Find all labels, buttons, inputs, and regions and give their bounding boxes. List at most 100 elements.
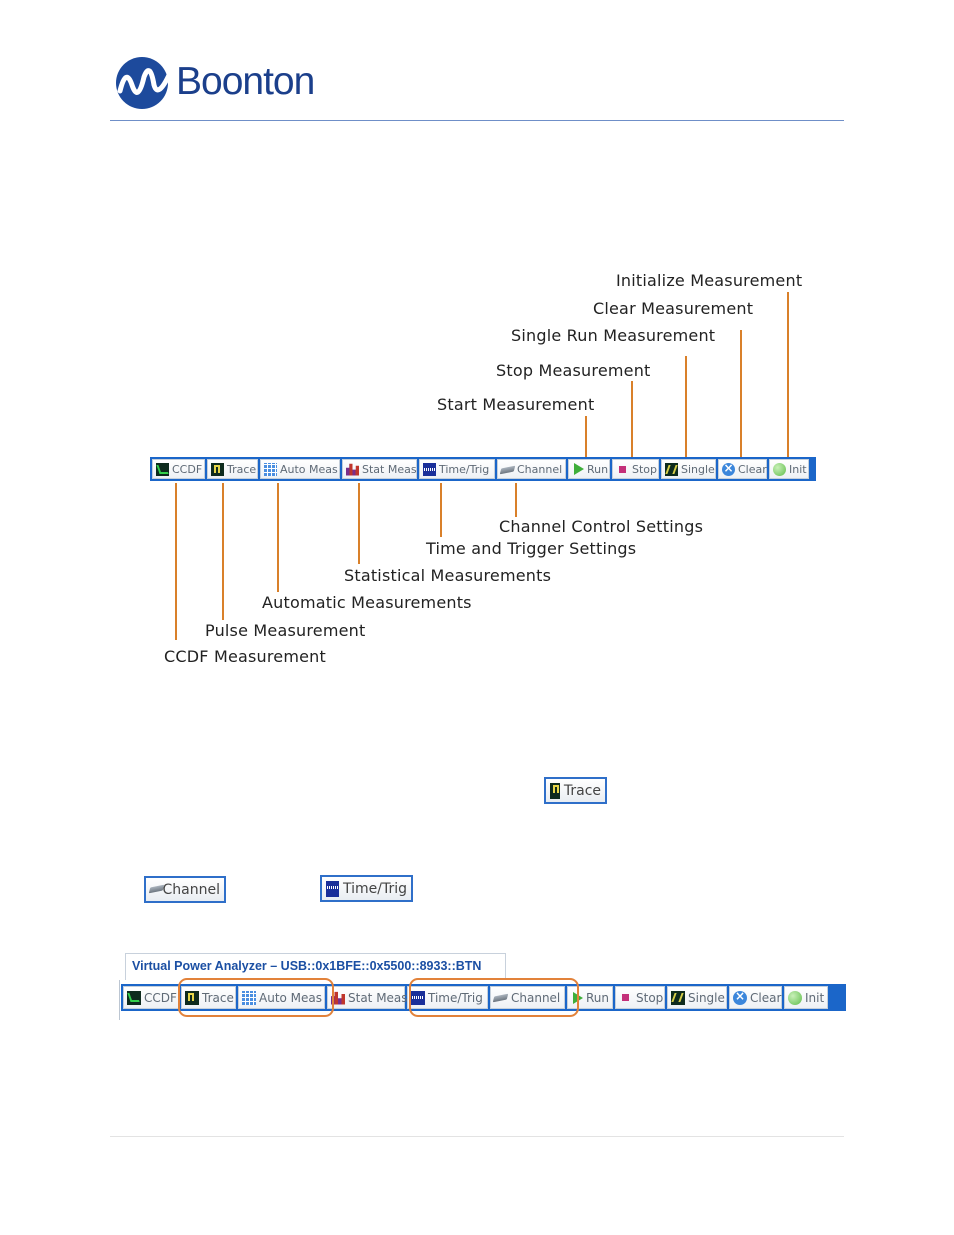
- window-title: Virtual Power Analyzer – USB::0x1BFE::0x…: [132, 959, 482, 973]
- time-trig-button-label: Time/Trig: [439, 462, 490, 476]
- ccdf-button[interactable]: CCDF: [152, 459, 205, 479]
- run-icon: [574, 463, 584, 475]
- auto-meas-button[interactable]: Auto Meas: [260, 459, 340, 479]
- clear-button[interactable]: Clear: [729, 986, 782, 1009]
- clear-icon: [733, 989, 747, 1005]
- leader-line-single: [685, 356, 687, 457]
- single-button-label: Single: [681, 462, 715, 476]
- boonton-logo-icon: [116, 57, 173, 109]
- stat-meas-button-label: Stat Meas: [348, 990, 408, 1005]
- header-divider: [110, 120, 844, 121]
- leader-line-auto-meas: [277, 483, 279, 592]
- stat-meas-button[interactable]: Stat Meas: [342, 459, 417, 479]
- single-button[interactable]: Single: [661, 459, 716, 479]
- trace-button-label: Trace: [227, 462, 257, 476]
- clear-button[interactable]: Clear: [718, 459, 767, 479]
- stop-icon: [619, 991, 633, 1005]
- run-button-label: Run: [586, 990, 610, 1005]
- single-button[interactable]: Single: [667, 986, 727, 1009]
- stop-button-label: Stop: [632, 462, 658, 476]
- init-button[interactable]: Init: [769, 459, 809, 479]
- callout-stop-measurement: Stop Measurement: [496, 361, 651, 380]
- leader-line-init: [787, 292, 789, 457]
- init-button-label: Init: [805, 990, 825, 1005]
- trace-button[interactable]: Trace: [181, 986, 236, 1009]
- callout-pulse-measurement: Pulse Measurement: [205, 621, 366, 640]
- callout-single-run-measurement: Single Run Measurement: [511, 326, 716, 345]
- time-trig-standalone-label: Time/Trig: [342, 880, 407, 897]
- channel-button[interactable]: Channel: [490, 986, 565, 1009]
- auto-meas-icon: [264, 462, 277, 476]
- init-button-label: Init: [789, 462, 807, 476]
- highlight-trace-auto-meas: [178, 978, 334, 1017]
- clear-icon: [722, 461, 735, 476]
- single-icon: [665, 462, 678, 476]
- callout-ccdf-measurement: CCDF Measurement: [164, 647, 326, 666]
- channel-button-label: Channel: [517, 462, 563, 476]
- stop-icon: [616, 463, 629, 476]
- measurement-toolbar: CCDF Trace Auto Meas Stat Meas Time/Trig…: [150, 457, 816, 481]
- time-trig-icon: [423, 462, 436, 476]
- channel-standalone-label: Channel: [162, 881, 220, 898]
- clear-button-label: Clear: [750, 990, 782, 1005]
- trace-button-label: Trace: [202, 990, 234, 1005]
- time-trig-icon: [411, 990, 425, 1005]
- highlight-time-trig-channel: [409, 978, 579, 1017]
- leader-line-clear: [740, 330, 742, 457]
- ccdf-button-label: CCDF: [144, 990, 177, 1005]
- stop-button[interactable]: Stop: [612, 459, 659, 479]
- window-frame-edge: [119, 980, 120, 1020]
- auto-meas-icon: [242, 990, 256, 1005]
- single-button-label: Single: [688, 990, 725, 1005]
- stat-meas-button[interactable]: Stat Meas: [327, 986, 408, 1009]
- run-button-label: Run: [587, 462, 609, 476]
- auto-meas-button[interactable]: Auto Meas: [238, 986, 325, 1009]
- stat-meas-icon: [331, 991, 345, 1005]
- leader-line-trace: [222, 483, 224, 620]
- ccdf-icon: [156, 462, 169, 476]
- trace-standalone-label: Trace: [563, 782, 601, 799]
- callout-automatic-measurements: Automatic Measurements: [262, 593, 472, 612]
- trace-icon: [550, 782, 560, 799]
- time-trig-icon: [326, 880, 339, 897]
- run-button[interactable]: Run: [568, 459, 610, 479]
- channel-button-standalone[interactable]: Channel: [144, 876, 226, 903]
- leader-line-run: [585, 416, 587, 457]
- ccdf-button[interactable]: CCDF: [123, 986, 179, 1009]
- trace-icon: [185, 990, 199, 1005]
- ccdf-button-label: CCDF: [172, 462, 203, 476]
- callout-channel-control-settings: Channel Control Settings: [499, 517, 704, 536]
- time-trig-button[interactable]: Time/Trig: [419, 459, 495, 479]
- callout-start-measurement: Start Measurement: [437, 395, 595, 414]
- channel-button[interactable]: Channel: [497, 459, 566, 479]
- stat-meas-button-label: Stat Meas: [362, 462, 417, 476]
- callout-initialize-measurement: Initialize Measurement: [616, 271, 803, 290]
- time-trig-button-standalone[interactable]: Time/Trig: [320, 875, 413, 902]
- time-trig-button[interactable]: Time/Trig: [407, 986, 488, 1009]
- trace-icon: [211, 462, 224, 476]
- callout-statistical-measurements: Statistical Measurements: [344, 566, 552, 585]
- stop-button[interactable]: Stop: [615, 986, 665, 1009]
- window-tab[interactable]: Virtual Power Analyzer – USB::0x1BFE::0x…: [125, 953, 506, 980]
- callout-time-trigger-settings: Time and Trigger Settings: [426, 539, 637, 558]
- trace-button[interactable]: Trace: [207, 459, 258, 479]
- leader-line-channel: [515, 483, 517, 517]
- leader-line-stop: [631, 381, 633, 457]
- leader-line-ccdf: [175, 483, 177, 640]
- time-trig-button-label: Time/Trig: [428, 990, 483, 1005]
- brand-name: Boonton: [176, 60, 315, 103]
- init-icon: [773, 462, 786, 476]
- footer-divider: [110, 1136, 844, 1137]
- leader-line-stat-meas: [358, 483, 360, 564]
- stat-meas-icon: [346, 463, 359, 476]
- auto-meas-button-label: Auto Meas: [280, 462, 338, 476]
- stop-button-label: Stop: [636, 990, 664, 1005]
- init-icon: [788, 990, 802, 1005]
- channel-icon: [150, 882, 159, 898]
- clear-button-label: Clear: [738, 462, 767, 476]
- init-button[interactable]: Init: [784, 986, 828, 1009]
- single-icon: [671, 990, 685, 1005]
- channel-icon: [501, 463, 514, 476]
- trace-button-standalone[interactable]: Trace: [544, 777, 607, 804]
- ccdf-icon: [127, 990, 141, 1005]
